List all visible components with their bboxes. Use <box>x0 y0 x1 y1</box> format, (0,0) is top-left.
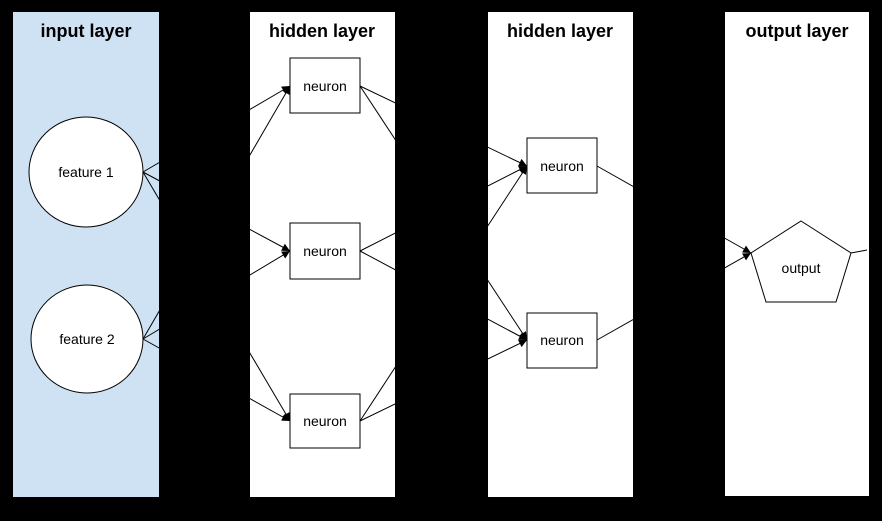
hidden-layer-2-title: hidden layer <box>507 21 613 41</box>
edge-feature2-h1n2 <box>142 250 291 340</box>
feature-2-ellipse <box>30 284 144 394</box>
edge-feature1-h1n3 <box>142 171 291 422</box>
hidden-layer-1-title: hidden layer <box>269 21 375 41</box>
hidden2-neuron-1-label: neuron <box>540 158 584 174</box>
edge-h2n1-output <box>596 165 752 254</box>
node-hidden1-neuron-1: neuron <box>289 57 361 114</box>
feature-2-label: feature 2 <box>59 331 114 347</box>
edge-h1n3-h2n2 <box>359 339 528 422</box>
input-layer-title: input layer <box>40 21 131 41</box>
edge-h1n3-h2n1 <box>359 165 528 422</box>
hidden2-neuron-2-label: neuron <box>540 332 584 348</box>
edge-feature2-h1n1 <box>142 85 291 340</box>
output-exit-line <box>850 249 868 254</box>
hidden1-neuron-3-box <box>289 393 361 449</box>
hidden2-neuron-1-box <box>526 137 598 194</box>
output-label: output <box>782 260 821 276</box>
panel-hidden-layer-2 <box>488 12 633 497</box>
output-layer-title: output layer <box>745 21 848 41</box>
node-feature-1: feature 1 <box>28 116 144 228</box>
node-feature-2: feature 2 <box>30 284 144 394</box>
feature-1-ellipse <box>28 116 144 228</box>
edge-h1n1-h2n2 <box>359 85 528 341</box>
feature-1-label: feature 1 <box>58 164 113 180</box>
hidden1-neuron-1-box <box>289 57 361 114</box>
edge-h1n2-h2n2 <box>359 250 528 341</box>
edges-layer <box>142 85 752 422</box>
node-hidden1-neuron-2: neuron <box>289 222 361 280</box>
hidden1-neuron-2-box <box>289 222 361 280</box>
node-hidden1-neuron-3: neuron <box>289 393 361 449</box>
edge-feature1-h1n2 <box>142 171 291 252</box>
hidden1-neuron-3-label: neuron <box>303 413 347 429</box>
node-hidden2-neuron-2: neuron <box>526 312 598 369</box>
edge-h2n2-output <box>596 252 752 341</box>
hidden1-neuron-1-label: neuron <box>303 78 347 94</box>
edge-feature1-h1n1 <box>142 85 291 173</box>
node-hidden2-neuron-1: neuron <box>526 137 598 194</box>
node-output: output <box>750 220 852 303</box>
edge-h1n2-h2n1 <box>359 165 528 252</box>
edge-h1n1-h2n1 <box>359 85 528 167</box>
panel-input-layer <box>13 12 159 497</box>
hidden1-neuron-2-label: neuron <box>303 243 347 259</box>
edge-feature2-h1n3 <box>142 338 291 422</box>
hidden2-neuron-2-box <box>526 312 598 369</box>
output-pentagon <box>750 220 852 303</box>
